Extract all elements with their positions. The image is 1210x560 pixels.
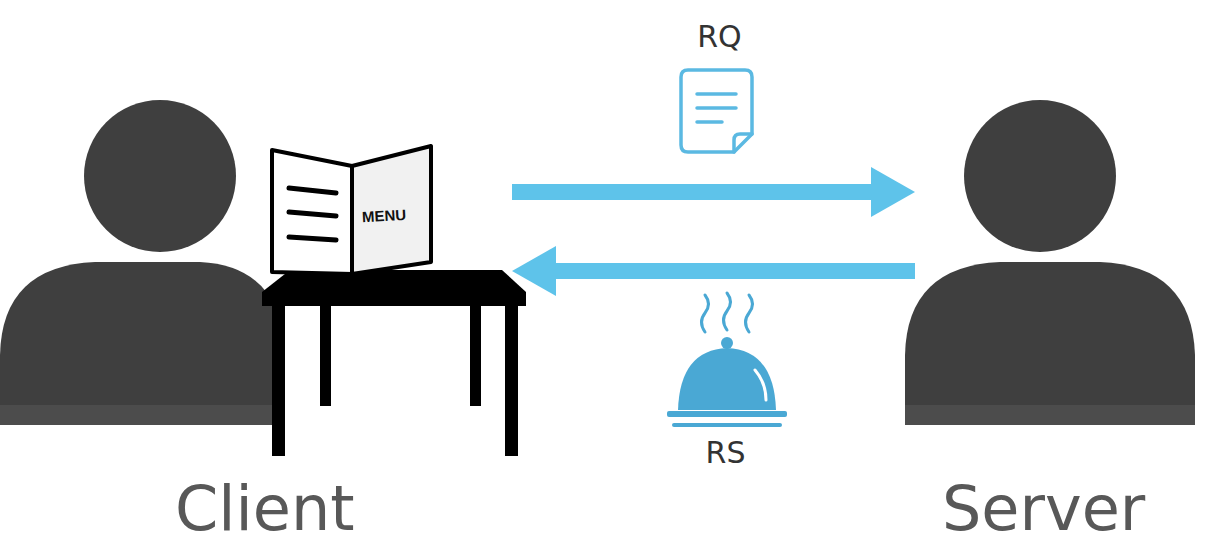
menu-line xyxy=(289,188,336,193)
person-shadow xyxy=(905,405,1195,425)
message-arrow xyxy=(512,167,915,217)
arrow-shaft xyxy=(554,263,915,279)
table-leg xyxy=(272,300,285,456)
table-leg xyxy=(470,300,481,406)
person-shadow xyxy=(0,405,285,425)
document-line xyxy=(697,120,722,124)
table-leg xyxy=(320,300,331,406)
person-body xyxy=(905,262,1195,425)
cloche-shine xyxy=(755,370,766,400)
role-label: Server xyxy=(942,478,1145,540)
message-label: RS xyxy=(706,438,746,468)
menu-title: MENU xyxy=(362,207,407,224)
arrow-head xyxy=(871,167,915,217)
person-head xyxy=(964,100,1116,252)
table-leg xyxy=(505,300,518,456)
cloche-knob xyxy=(721,337,733,349)
table-top xyxy=(262,270,526,306)
document-fold xyxy=(734,134,752,152)
cloche-dome xyxy=(678,348,776,410)
cloche-plate xyxy=(672,423,782,427)
steam xyxy=(702,295,709,332)
table xyxy=(262,270,526,456)
client-person xyxy=(0,100,285,425)
document-line xyxy=(697,92,736,96)
cloche-plate xyxy=(667,411,787,417)
role-label: Client xyxy=(175,478,355,540)
steam xyxy=(746,295,753,332)
person-body xyxy=(0,262,285,425)
server-person xyxy=(905,100,1195,425)
document-line xyxy=(697,106,736,110)
person-node: Server xyxy=(915,95,1210,560)
person-node: Client xyxy=(0,95,512,560)
menu-line xyxy=(289,212,336,216)
message-arrow xyxy=(512,246,915,296)
menu-line xyxy=(289,237,336,240)
cloche-icon xyxy=(667,293,787,427)
arrow-shaft xyxy=(512,184,873,200)
steam xyxy=(724,293,731,330)
person-head xyxy=(84,100,236,252)
document-outline xyxy=(681,70,752,152)
arrow-head xyxy=(512,246,556,296)
document-icon xyxy=(681,70,752,152)
menu-right-panel xyxy=(352,146,431,274)
message-label: RQ xyxy=(697,22,741,52)
menu-card xyxy=(272,146,431,274)
menu-left-panel xyxy=(272,150,352,274)
